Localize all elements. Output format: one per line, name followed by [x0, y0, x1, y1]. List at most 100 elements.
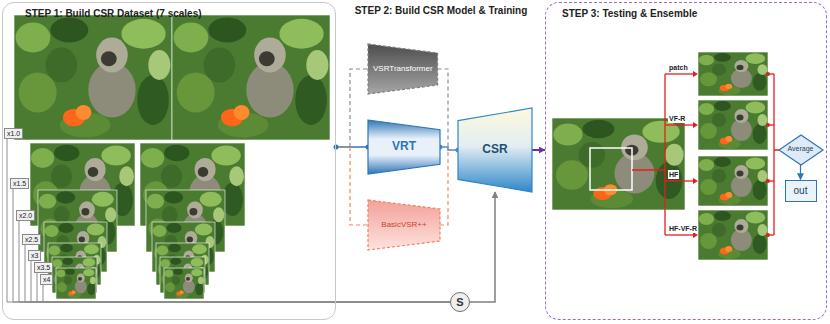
panel-title: STEP 3: Testing & Ensemble [546, 3, 826, 20]
illustration-part [204, 48, 236, 83]
illustration-part [180, 290, 184, 294]
illustration-part [46, 48, 78, 83]
photo-thumbnail [698, 100, 768, 150]
illustration-part [56, 268, 96, 299]
illustration-part [172, 15, 330, 140]
shape-fill [458, 108, 532, 192]
illustration-part [698, 100, 768, 150]
illustration-part [90, 277, 96, 284]
connector [470, 192, 495, 302]
illustration-part [39, 194, 56, 209]
model-trapezoid: CSR [458, 108, 532, 192]
illustration-part [746, 102, 766, 114]
illustration-part [79, 237, 85, 243]
illustration-part [734, 109, 748, 123]
illustration-part [698, 52, 768, 96]
illustration-part [737, 225, 744, 231]
illustration-part [753, 73, 767, 91]
photo-thumbnail [172, 15, 330, 140]
illustration-part [700, 123, 717, 139]
illustration-part [50, 18, 88, 43]
illustration-part [195, 158, 216, 181]
photo-thumbnail [14, 15, 172, 140]
testing-panel: STEP 3: Testing & EnsembleAverageout [545, 2, 827, 320]
ensemble-wire [665, 234, 693, 235]
illustration-part [56, 191, 75, 203]
illustration-part [753, 234, 767, 254]
illustration-part [211, 145, 240, 165]
illustration-part [54, 206, 70, 223]
illustration-part [295, 75, 327, 125]
ensemble-dot [766, 179, 770, 183]
model-name: VSRTransformer [373, 64, 433, 73]
scale-tag: x2.0 [16, 210, 35, 221]
illustration-part [164, 191, 183, 203]
illustration-part [96, 38, 128, 73]
illustration-part [734, 165, 748, 179]
illustration-part [758, 170, 768, 182]
illustration-part [31, 148, 54, 168]
shape-fill [368, 200, 440, 250]
illustration-part [58, 223, 73, 233]
illustration-part [88, 167, 99, 177]
illustration-part [153, 225, 167, 237]
illustration-part [148, 50, 170, 80]
illustration-part [699, 103, 714, 115]
illustration-part [105, 207, 116, 222]
illustration-part [170, 258, 181, 265]
illustration-part [19, 73, 57, 113]
scale-tag: x1.5 [10, 178, 29, 189]
illustration-part [187, 201, 203, 218]
illustration-part [57, 282, 67, 292]
illustration-part [56, 268, 96, 299]
illustration-part [162, 206, 178, 223]
illustration-part [583, 120, 615, 138]
illustration-part [137, 75, 169, 125]
connector [440, 150, 458, 225]
model-name: BasicVSR++ [381, 220, 426, 229]
illustration-part [259, 51, 275, 66]
ensemble-op: Average [788, 145, 814, 153]
illustration-part [712, 223, 726, 237]
branch-label: HF [668, 170, 679, 179]
ensemble-arrowhead [693, 122, 698, 128]
illustration-part [234, 105, 250, 120]
illustration-part [191, 258, 204, 267]
illustration-part [168, 244, 181, 252]
illustration-part [157, 246, 169, 256]
illustration-part [229, 166, 244, 186]
illustration-part [200, 192, 222, 207]
illustration-part [14, 15, 172, 140]
illustration-part [714, 157, 731, 167]
branch-label: HF-VF-R [668, 224, 698, 233]
ensemble-dot [766, 233, 770, 237]
model-name: CSR [482, 143, 507, 157]
connector [13, 189, 450, 302]
illustration-part [746, 158, 766, 170]
illustration-part [753, 124, 767, 144]
illustration-part [712, 169, 726, 183]
illustration-part [712, 113, 726, 127]
illustration-part [16, 23, 51, 53]
illustration-part [698, 100, 768, 150]
illustration-part [700, 179, 717, 195]
connector [37, 273, 450, 302]
illustration-part [161, 165, 182, 188]
illustration-part [758, 224, 768, 236]
illustration-part [254, 38, 286, 73]
illustration-part [734, 60, 748, 72]
illustration-part [699, 213, 714, 225]
illustration-part [54, 145, 79, 162]
photo-thumbnail [56, 268, 96, 299]
scale-tag: x2.5 [22, 234, 41, 245]
illustration-part [185, 274, 193, 283]
illustration-part [195, 224, 213, 236]
illustration-part [758, 64, 768, 75]
scale-label: x3.5 [37, 263, 50, 272]
illustration-part [737, 115, 744, 121]
ensemble-wire [665, 180, 693, 181]
illustration-part [189, 208, 197, 215]
illustration-part [64, 276, 72, 285]
connector [43, 285, 450, 302]
illustration-part [725, 246, 732, 252]
